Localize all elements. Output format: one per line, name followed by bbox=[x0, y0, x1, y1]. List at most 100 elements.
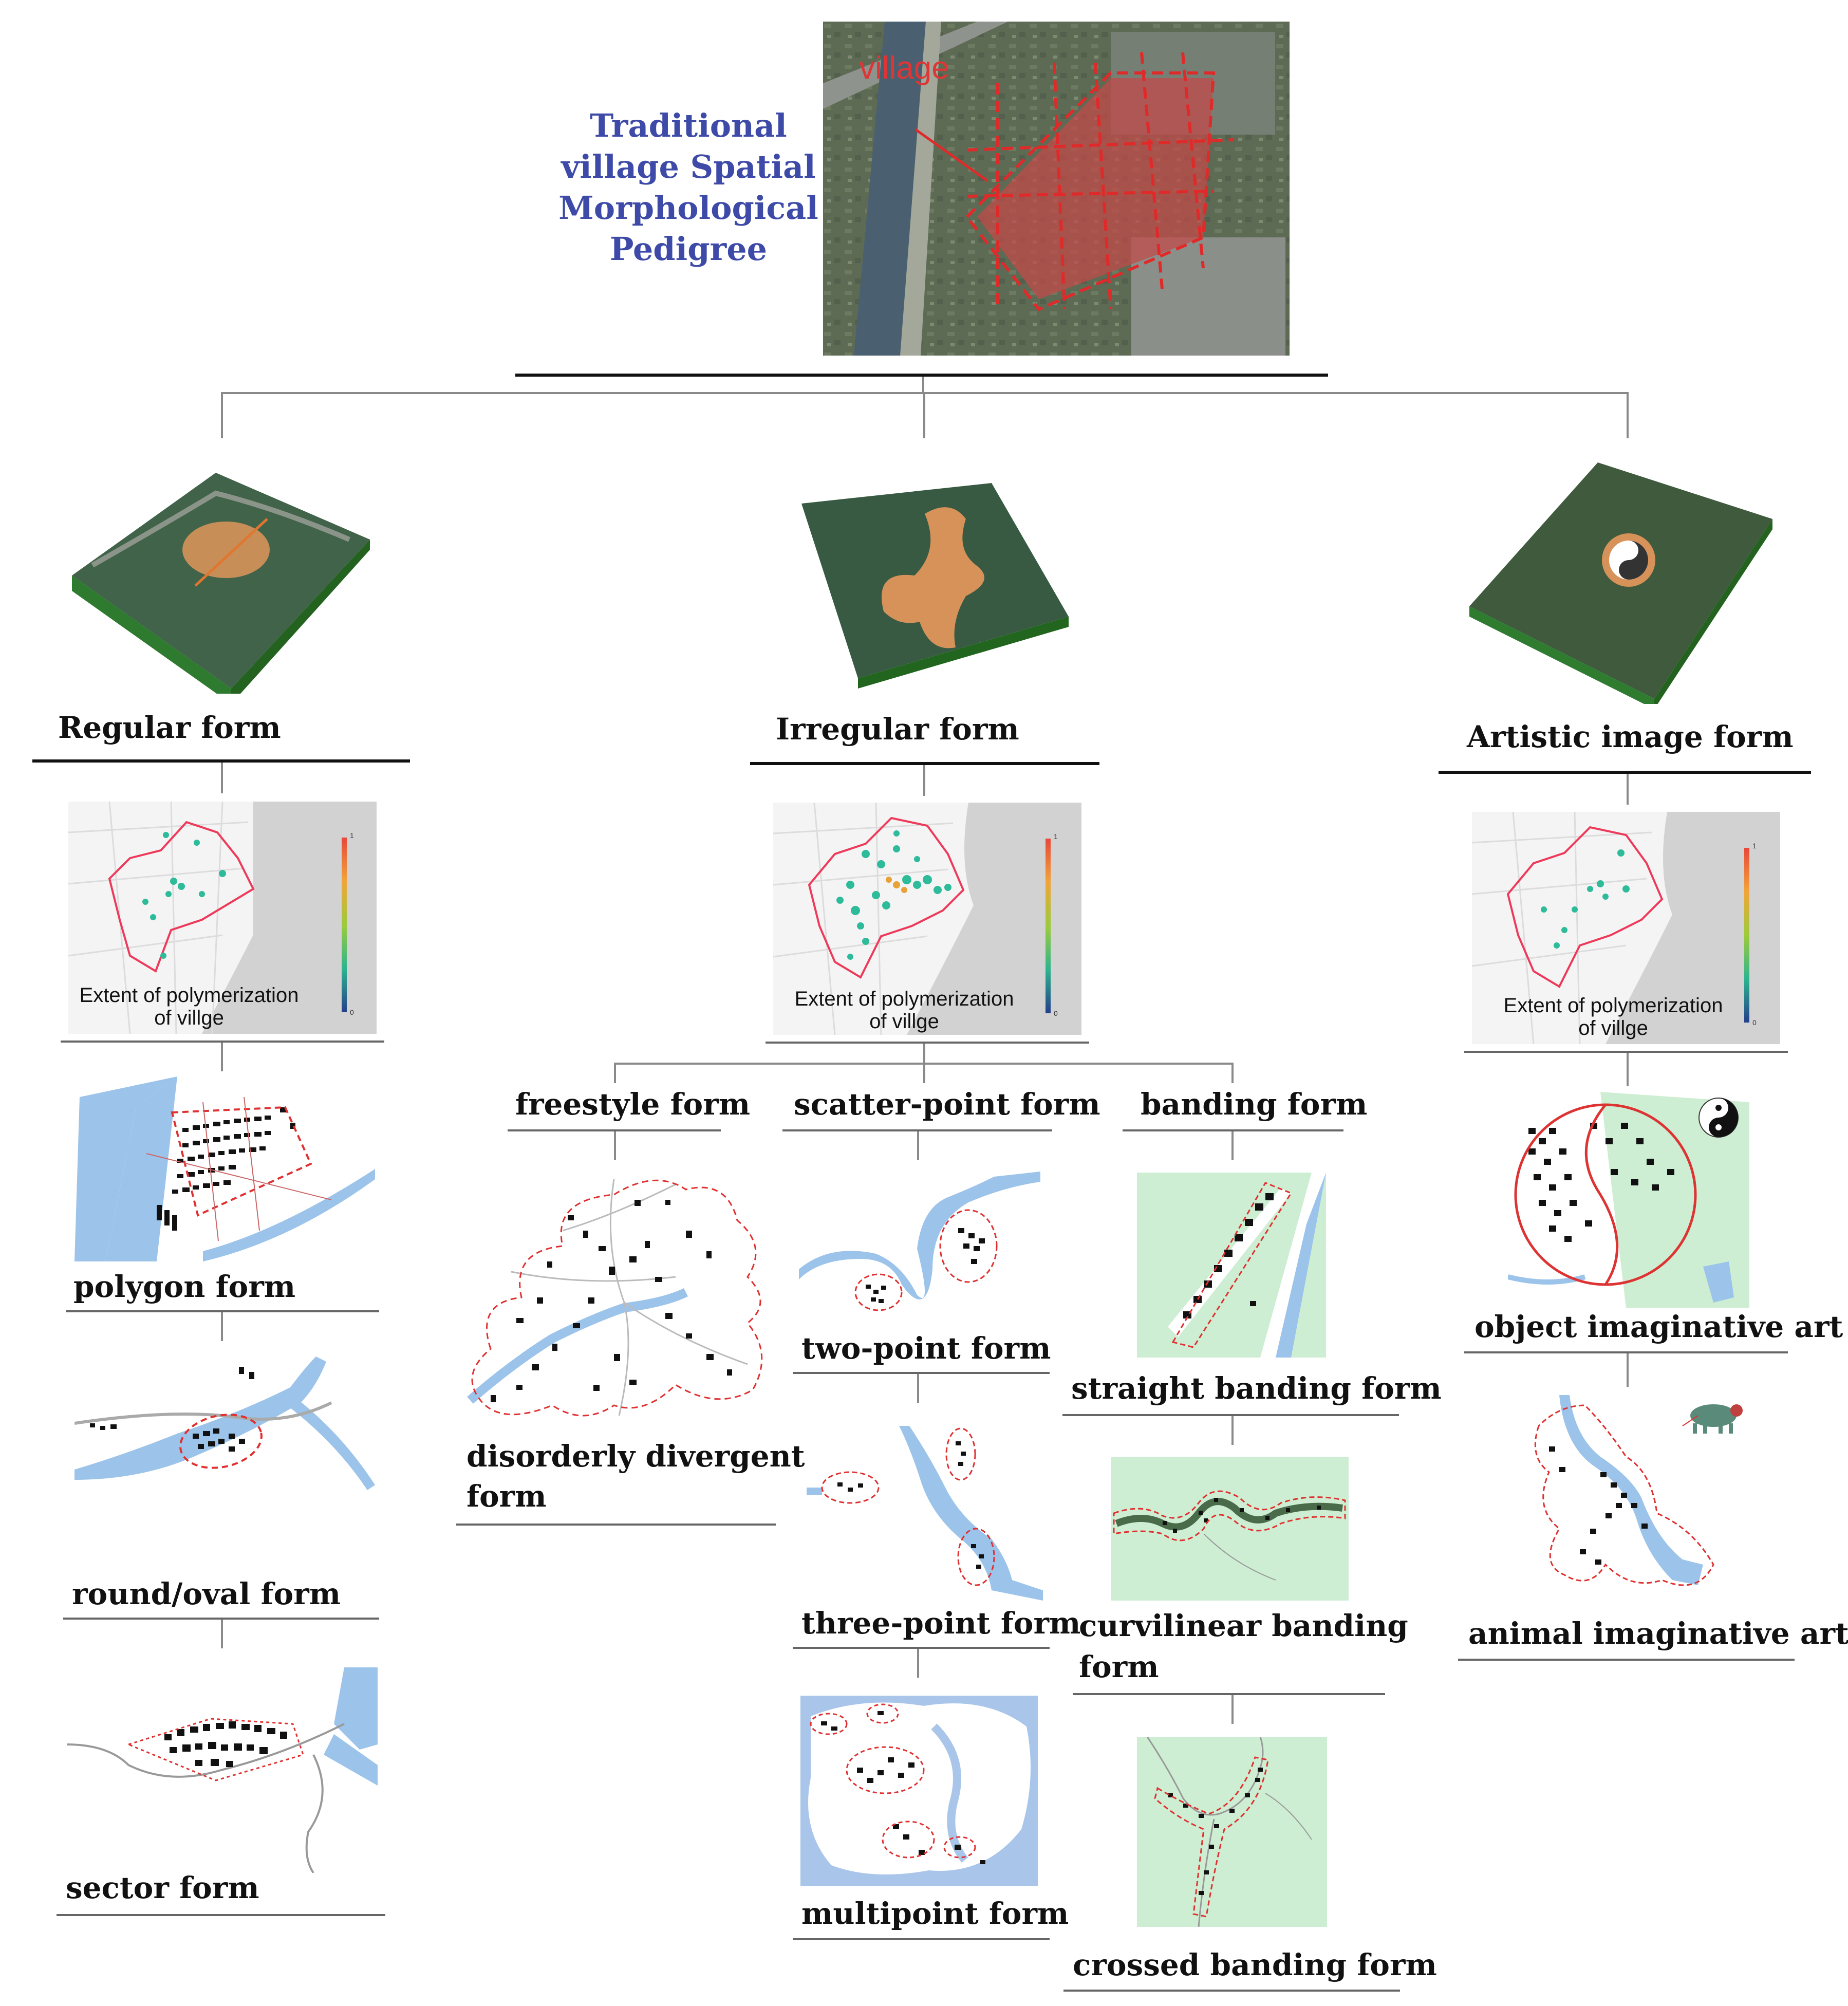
artistic-density-map: 1 0 Extent of polymerization of villge bbox=[1472, 812, 1780, 1044]
crossed-banding-underline bbox=[1063, 1990, 1400, 1992]
curvilinear-banding-image bbox=[1111, 1457, 1349, 1601]
polygon-form-label: polygon form bbox=[73, 1269, 296, 1304]
regular-form-label: Regular form bbox=[58, 710, 281, 745]
artistic-stem-map bbox=[1627, 774, 1629, 805]
irregular-stem-map bbox=[923, 765, 925, 796]
object-imaginative-label: object imaginative art bbox=[1474, 1309, 1843, 1344]
scatter-stem-two bbox=[917, 1131, 919, 1160]
sector-form-image bbox=[67, 1667, 378, 1873]
regular-legend-max: 1 bbox=[350, 831, 354, 840]
regular-map-caption: Extent of polymerization of villge bbox=[68, 984, 310, 1029]
regular-underline bbox=[32, 759, 410, 763]
irregular-form-label: Irregular form bbox=[776, 712, 1019, 747]
regular-density-map: 1 0 Extent of polymerization of villge bbox=[68, 802, 377, 1034]
polygon-underline bbox=[66, 1310, 379, 1312]
artistic-underline bbox=[1439, 771, 1811, 774]
two-point-form-image bbox=[799, 1166, 1040, 1321]
scatter-stem bbox=[923, 1063, 925, 1083]
irregular-stem-groups bbox=[923, 1044, 925, 1064]
artistic-stem-animal bbox=[1627, 1353, 1629, 1387]
curvilinear-banding-label-1: curvilinear banding bbox=[1079, 1608, 1408, 1643]
freestyle-underline bbox=[508, 1129, 721, 1131]
title-line-1: Traditional bbox=[590, 107, 787, 144]
polygon-form-image bbox=[74, 1076, 375, 1261]
object-imaginative-image bbox=[1508, 1092, 1749, 1308]
irregular-map-underline bbox=[766, 1042, 1089, 1044]
straight-banding-image bbox=[1137, 1173, 1326, 1358]
title-line-2: village Spatial bbox=[561, 148, 816, 185]
sector-underline bbox=[57, 1914, 385, 1916]
straight-banding-label: straight banding form bbox=[1071, 1371, 1442, 1406]
regular-map-underline bbox=[61, 1041, 384, 1043]
straight-banding-underline bbox=[1062, 1414, 1399, 1416]
branch-stem-irregular bbox=[923, 392, 925, 438]
irregular-map-caption: Extent of polymerization of villge bbox=[783, 988, 1025, 1033]
artistic-map-underline bbox=[1464, 1051, 1788, 1053]
regular-terrain-image bbox=[62, 462, 375, 694]
scatter-underline bbox=[782, 1129, 1052, 1131]
curvilinear-banding-label-2: form bbox=[1079, 1649, 1159, 1684]
animal-imaginative-image bbox=[1528, 1395, 1744, 1616]
disorderly-divergent-label-1: disorderly divergent bbox=[466, 1439, 805, 1474]
branch-stem-artistic bbox=[1627, 392, 1629, 438]
artistic-caption-line-2: of villge bbox=[1578, 1017, 1648, 1039]
multipoint-form-image bbox=[800, 1696, 1038, 1886]
disorderly-divergent-label-2: form bbox=[466, 1479, 547, 1514]
multipoint-form-label: multipoint form bbox=[801, 1896, 1069, 1931]
freestyle-stem-image bbox=[614, 1131, 616, 1160]
regular-caption-line-1: Extent of polymerization bbox=[79, 984, 299, 1007]
round-oval-form-image bbox=[74, 1357, 375, 1526]
irregular-underline bbox=[750, 762, 1099, 765]
diagram-title: Traditional village Spatial Morphologica… bbox=[555, 105, 822, 270]
disorderly-underline bbox=[456, 1524, 776, 1526]
banding-stem-crossed bbox=[1231, 1695, 1234, 1724]
root-stem bbox=[922, 377, 924, 392]
regular-stem-sector bbox=[221, 1620, 223, 1648]
artistic-legend-min: 0 bbox=[1752, 1018, 1757, 1027]
artistic-terrain-image bbox=[1469, 462, 1778, 704]
three-point-underline bbox=[793, 1647, 1050, 1649]
scatter-stem-multi bbox=[917, 1649, 919, 1678]
village-label: village bbox=[859, 50, 949, 86]
title-line-4: Pedigree bbox=[609, 230, 768, 268]
scatter-stem-three bbox=[917, 1374, 919, 1403]
regular-caption-line-2: of villge bbox=[154, 1007, 224, 1029]
freestyle-stem bbox=[614, 1063, 616, 1083]
regular-stem-round bbox=[221, 1312, 223, 1341]
three-point-form-image bbox=[807, 1426, 1043, 1601]
round-oval-form-label: round/oval form bbox=[72, 1576, 341, 1611]
sector-form-label: sector form bbox=[66, 1870, 259, 1905]
two-point-underline bbox=[793, 1372, 1050, 1374]
animal-imaginative-underline bbox=[1458, 1659, 1795, 1661]
irregular-legend-min: 0 bbox=[1054, 1009, 1058, 1017]
artistic-stem-object bbox=[1627, 1053, 1629, 1086]
irregular-density-map: 1 0 Extent of polymerization of villge bbox=[773, 803, 1081, 1035]
banding-stem-curvilinear bbox=[1231, 1416, 1234, 1445]
scatter-point-form-label: scatter-point form bbox=[794, 1087, 1100, 1122]
regular-stem-polygon bbox=[221, 1043, 223, 1071]
artistic-form-label: Artistic image form bbox=[1467, 719, 1794, 754]
disorderly-divergent-image bbox=[460, 1169, 776, 1426]
crossed-banding-label: crossed banding form bbox=[1073, 1947, 1437, 1982]
title-line-3: Morphological bbox=[558, 189, 818, 227]
irregular-caption-line-2: of villge bbox=[869, 1010, 939, 1033]
round-oval-underline bbox=[63, 1618, 379, 1620]
artistic-map-caption: Extent of polymerization of villge bbox=[1492, 994, 1734, 1039]
artistic-legend-max: 1 bbox=[1752, 842, 1757, 850]
irregular-legend-max: 1 bbox=[1054, 832, 1058, 841]
banding-form-label: banding form bbox=[1141, 1087, 1368, 1122]
artistic-caption-line-1: Extent of polymerization bbox=[1503, 994, 1723, 1017]
irregular-caption-line-1: Extent of polymerization bbox=[794, 988, 1014, 1010]
animal-imaginative-label: animal imaginative art bbox=[1468, 1616, 1848, 1651]
root-underline bbox=[515, 374, 1328, 377]
irregular-terrain-image bbox=[796, 462, 1074, 694]
root-satellite-image: village bbox=[823, 22, 1290, 356]
banding-underline bbox=[1123, 1129, 1343, 1131]
two-point-form-label: two-point form bbox=[801, 1331, 1051, 1366]
banding-stem bbox=[1231, 1063, 1234, 1083]
multipoint-underline bbox=[793, 1938, 1050, 1940]
regular-stem-map bbox=[221, 763, 223, 793]
regular-legend-min: 0 bbox=[350, 1008, 354, 1016]
three-point-form-label: three-point form bbox=[801, 1606, 1081, 1641]
crossed-banding-image bbox=[1137, 1737, 1327, 1927]
